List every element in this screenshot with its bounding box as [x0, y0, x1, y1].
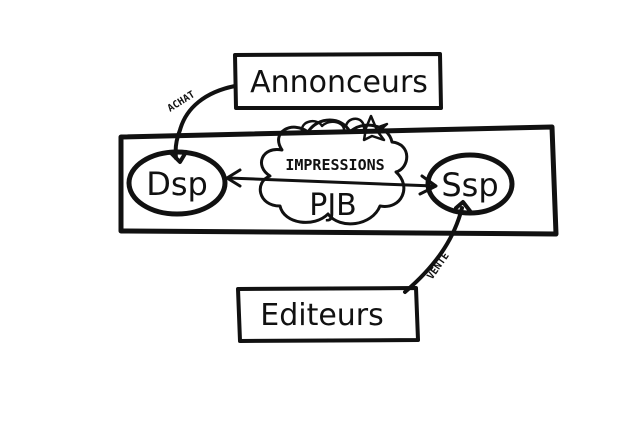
annonceurs-box — [233, 52, 443, 110]
dsp-notch — [168, 150, 188, 164]
platform-rectangle — [118, 124, 559, 237]
impressions-cloud — [258, 118, 409, 226]
editeurs-box — [236, 286, 420, 343]
dsp-ssp-arrow-line — [226, 176, 436, 188]
impressions-subtitle: PJB — [309, 188, 357, 223]
cloud-doodles — [300, 114, 389, 142]
achat-label: ACHAT — [166, 89, 197, 114]
dsp-node — [126, 149, 228, 217]
vente-connector — [403, 206, 464, 294]
impressions-title: IMPRESSIONS — [285, 156, 384, 174]
annonceurs-label: Annonceurs — [250, 65, 428, 100]
editeurs-label: Editeurs — [260, 298, 384, 333]
ssp-notch — [454, 200, 472, 213]
ssp-arrowhead — [418, 174, 438, 196]
dsp-label: Dsp — [146, 165, 208, 203]
ssp-node — [425, 152, 515, 216]
dsp-arrowhead — [225, 168, 242, 188]
ssp-label: Ssp — [441, 166, 498, 204]
